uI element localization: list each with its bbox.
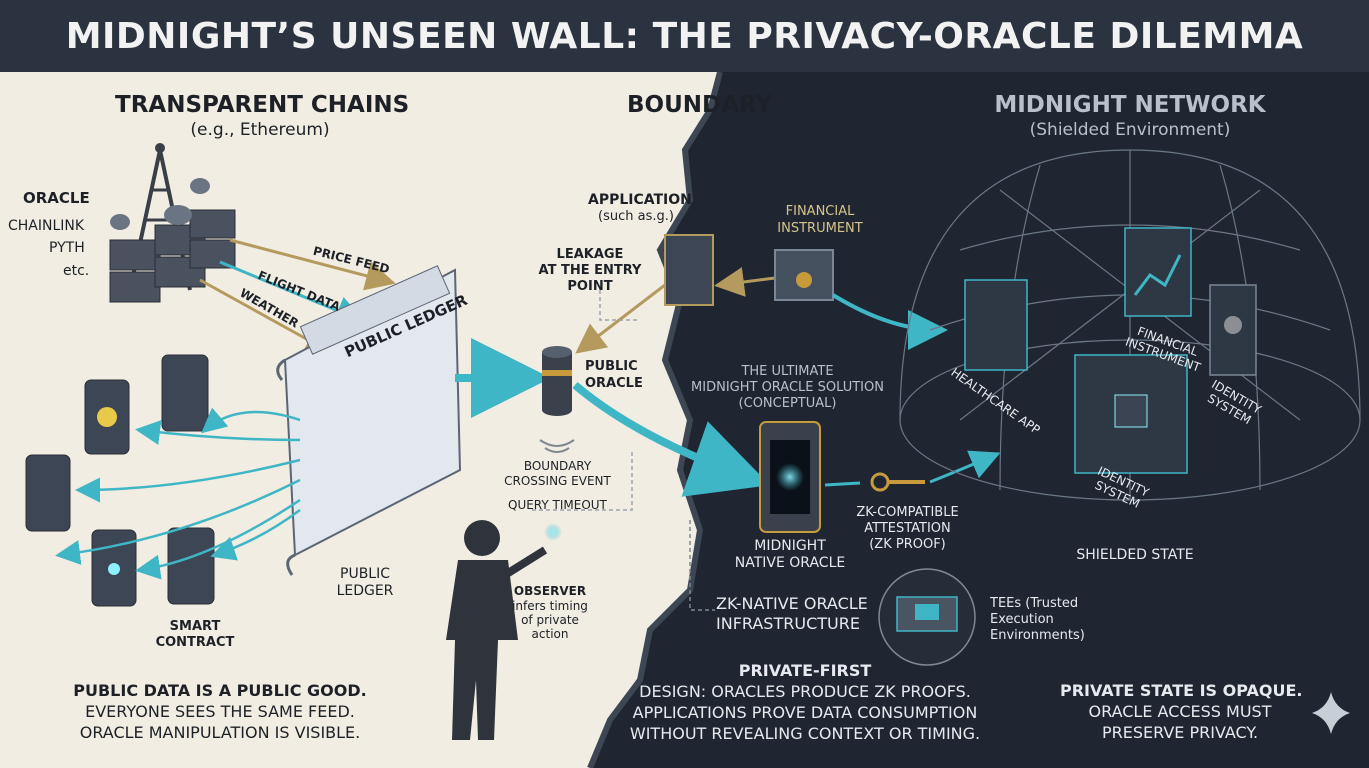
crossing-line-1: BOUNDARY bbox=[523, 459, 592, 473]
instrument-to-app-arrow bbox=[714, 267, 776, 297]
right-footer-line-1: PRIVATE STATE IS OPAQUE. bbox=[1060, 681, 1303, 700]
ultimate-line-2: MIDNIGHT ORACLE SOLUTION bbox=[691, 380, 884, 395]
design-line-4: WITHOUT REVEALING CONTEXT OR TIMING. bbox=[629, 724, 981, 743]
design-line-3: APPLICATIONS PROVE DATA CONSUMPTION bbox=[632, 703, 978, 722]
wall-edge bbox=[587, 71, 723, 768]
attestation-line-3: (ZK PROOF) bbox=[869, 537, 946, 552]
observer-figure bbox=[446, 520, 548, 740]
left-subheading: (e.g., Ethereum) bbox=[190, 120, 330, 140]
design-line-1: PRIVATE-FIRST bbox=[738, 661, 872, 680]
left-footer-line-2: EVERYONE SEES THE SAME FEED. bbox=[85, 702, 355, 721]
zk-key-icon bbox=[870, 472, 925, 492]
page-title: MIDNIGHT’S UNSEEN WALL: THE PRIVACY-ORAC… bbox=[65, 15, 1304, 57]
observer-line-2: infers timing bbox=[512, 599, 588, 613]
ledger-label-line-2: LEDGER bbox=[336, 583, 394, 599]
oracle-label: ORACLE bbox=[23, 189, 90, 207]
boundary-heading: BOUNDARY bbox=[627, 92, 773, 118]
application-panel bbox=[664, 234, 714, 306]
dome-panels bbox=[964, 227, 1257, 474]
oracle-servers-icon bbox=[109, 143, 236, 303]
query-timeout-label: QUERY TIMEOUT bbox=[508, 498, 607, 512]
left-footer-line-3: ORACLE MANIPULATION IS VISIBLE. bbox=[79, 723, 361, 742]
oracle-to-native-arrow bbox=[572, 381, 771, 497]
oracle-item-chainlink: CHAINLINK bbox=[8, 218, 85, 234]
contract-label-line-1: SMART bbox=[169, 619, 221, 634]
price-feed-arrow bbox=[229, 238, 396, 291]
public-oracle-icon bbox=[539, 346, 575, 453]
leakage-line-2: AT THE ENTRY bbox=[538, 263, 642, 278]
shielded-state-label: SHIELDED STATE bbox=[1076, 547, 1194, 563]
instrument-to-dome-arrow bbox=[831, 293, 948, 350]
ledger-label-line-1: PUBLIC bbox=[340, 566, 390, 582]
title-bar bbox=[0, 0, 1369, 72]
oracle-item-etc: etc. bbox=[63, 263, 90, 279]
native-to-dome-arrow bbox=[824, 455, 995, 487]
boundary-dashed-line bbox=[530, 452, 633, 511]
crossing-line-2: CROSSING EVENT bbox=[504, 474, 611, 488]
zk-infra-line-2: INFRASTRUCTURE bbox=[716, 614, 860, 633]
left-footer-line-1: PUBLIC DATA IS A PUBLIC GOOD. bbox=[73, 681, 367, 700]
application-label: APPLICATION bbox=[588, 192, 692, 208]
public-oracle-line-1: PUBLIC bbox=[585, 359, 638, 374]
public-ledger-scroll bbox=[276, 265, 462, 576]
tee-line-2: Execution bbox=[990, 612, 1054, 627]
ledger-to-contracts-arrows bbox=[55, 407, 301, 580]
financial-instrument-line-2: INSTRUMENT bbox=[777, 221, 863, 236]
ultimate-line-3: (CONCEPTUAL) bbox=[738, 396, 837, 411]
native-oracle-device bbox=[759, 421, 821, 533]
attestation-line-2: ATTESTATION bbox=[864, 521, 951, 536]
left-heading: TRANSPARENT CHAINS bbox=[115, 92, 410, 118]
ultimate-line-1: THE ULTIMATE bbox=[741, 364, 834, 379]
infrastructure-dashed-line bbox=[689, 520, 715, 611]
leakage-arrow bbox=[575, 283, 666, 354]
leakage-line-3: POINT bbox=[567, 279, 613, 294]
zk-infra-line-1: ZK-NATIVE ORACLE bbox=[716, 594, 868, 613]
design-line-2: DESIGN: ORACLES PRODUCE ZK PROOFS. bbox=[639, 682, 971, 701]
sparkle-icon bbox=[1312, 692, 1350, 734]
observer-line-4: action bbox=[531, 627, 569, 641]
leakage-dashed-line bbox=[599, 290, 640, 321]
right-footer-line-2: ORACLE ACCESS MUST bbox=[1088, 702, 1272, 721]
observer-line-1: OBSERVER bbox=[513, 584, 587, 598]
tee-line-1: TEEs (Trusted bbox=[990, 596, 1079, 611]
native-oracle-line-2: NATIVE ORACLE bbox=[734, 555, 846, 571]
attestation-line-1: ZK-COMPATIBLE bbox=[856, 505, 959, 520]
tee-line-3: Environments) bbox=[990, 628, 1085, 643]
financial-instrument-line-1: FINANCIAL bbox=[785, 204, 855, 219]
oracle-item-pyth: PYTH bbox=[49, 240, 85, 256]
application-sublabel: (such as.g.) bbox=[598, 209, 674, 224]
financial-instrument-panel bbox=[774, 249, 834, 301]
right-subheading: (Shielded Environment) bbox=[1029, 120, 1231, 140]
contract-label-line-2: CONTRACT bbox=[155, 635, 235, 650]
public-oracle-line-2: ORACLE bbox=[585, 376, 643, 391]
native-oracle-line-1: MIDNIGHT bbox=[754, 538, 826, 554]
leakage-line-1: LEAKAGE bbox=[556, 247, 624, 262]
observer-line-3: of private bbox=[521, 613, 579, 627]
right-footer-line-3: PRESERVE PRIVACY. bbox=[1101, 723, 1259, 742]
right-heading: MIDNIGHT NETWORK bbox=[994, 92, 1266, 118]
observer-glow bbox=[544, 523, 562, 541]
